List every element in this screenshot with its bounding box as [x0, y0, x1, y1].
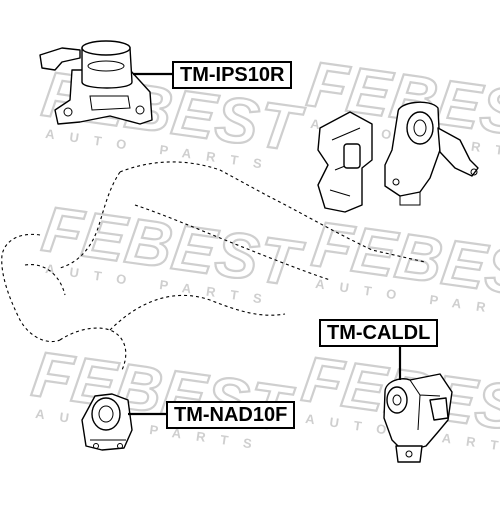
- engine-mount-caldl: [383, 373, 453, 463]
- chassis-outline: [1, 161, 426, 371]
- part-label-nad10f: TM-NAD10F: [166, 401, 296, 429]
- watermark-5: FEBEST AUTO PARTS: [27, 336, 299, 453]
- transmission-mount-right: [384, 101, 479, 206]
- engine-mount-nad10f: [81, 393, 133, 451]
- part-label-ips10r: TM-IPS10R: [172, 61, 293, 89]
- engine-mount-ips10r: [39, 40, 153, 125]
- watermark-3: FEBEST AUTO PARTS: [37, 191, 309, 308]
- part-label-caldl: TM-CALDL: [319, 319, 439, 347]
- transmission-bracket: [317, 111, 373, 213]
- watermark-4: FEBEST AUTO PARTS: [307, 206, 500, 323]
